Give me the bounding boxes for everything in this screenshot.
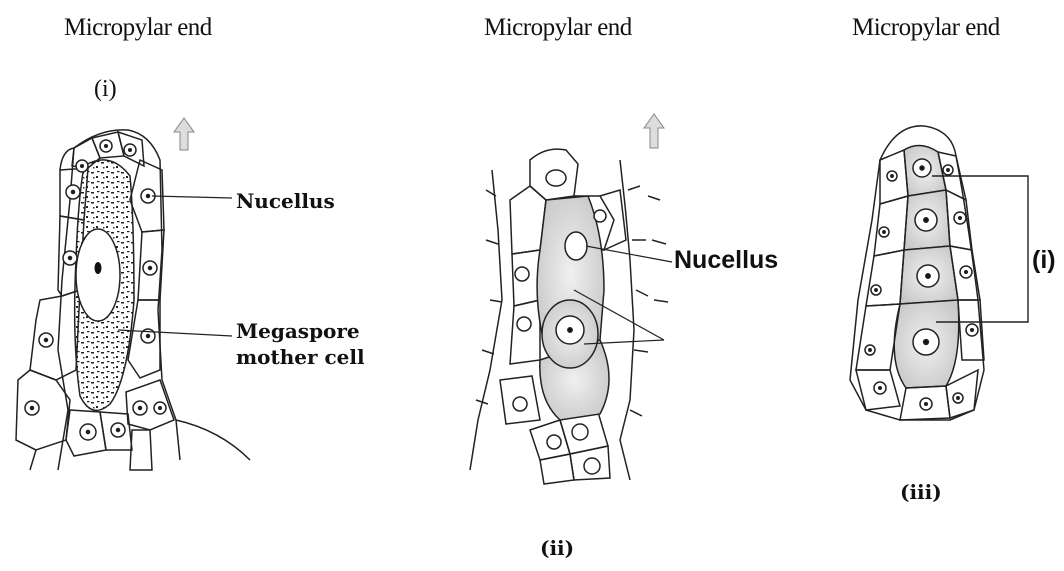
micropyle-arrow-icon <box>644 114 664 148</box>
panel-iii-drawing <box>850 126 1028 420</box>
micropyle-arrow-icon <box>174 118 194 150</box>
panel-ii-drawing <box>470 114 680 484</box>
panel-i-drawing <box>16 118 250 470</box>
